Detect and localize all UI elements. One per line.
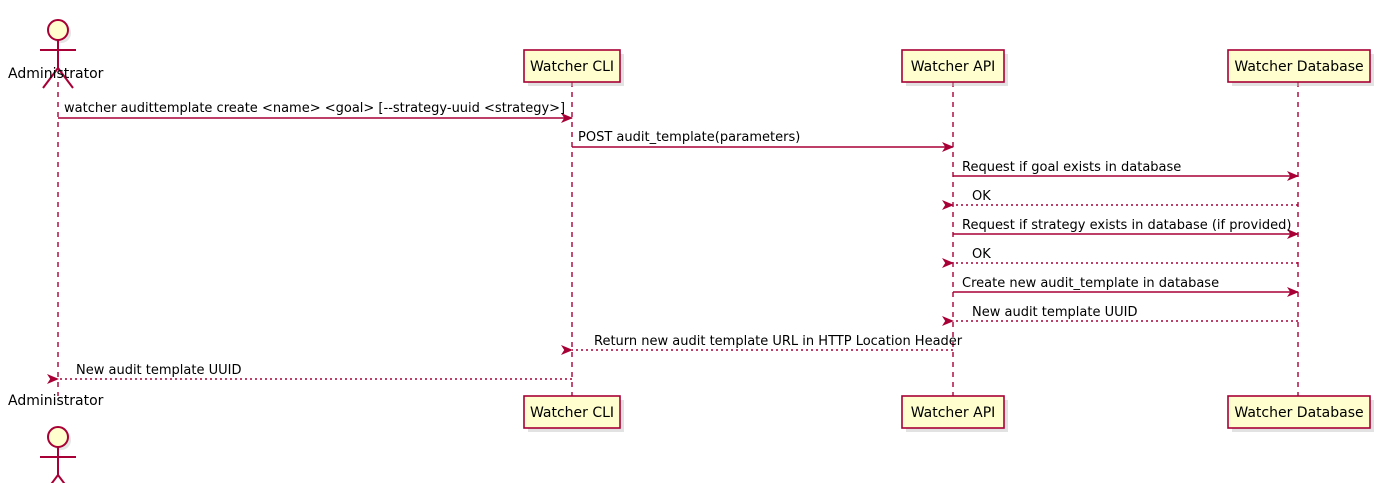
participant-label-watcher-database-top: Watcher Database: [1234, 59, 1363, 75]
participant-label-watcher-api-bottom: Watcher API: [911, 405, 996, 421]
message-label-8: New audit template UUID: [972, 305, 1137, 320]
actor-label-administrator-bottom: Administrator: [8, 393, 104, 409]
message-label-6: OK: [972, 247, 991, 262]
participant-box-watcher-api-top[interactable]: [901, 49, 1005, 83]
actor-head: [47, 426, 69, 448]
actor-leg-left: [42, 67, 59, 89]
message-label-1: watcher audittemplate create <name> <goa…: [64, 101, 565, 116]
message-label-4: OK: [972, 189, 991, 204]
actor-figure-administrator-top[interactable]: [40, 19, 76, 89]
actor-figure-administrator-bottom[interactable]: [40, 426, 76, 483]
participant-label-watcher-database-bottom: Watcher Database: [1234, 405, 1363, 421]
actor-leg-right: [57, 474, 66, 483]
participant-box-watcher-api-bottom[interactable]: [901, 395, 1005, 429]
participant-box-watcher-database-bottom[interactable]: [1227, 395, 1371, 429]
participant-box-watcher-cli-top[interactable]: [523, 49, 621, 83]
actor-label-administrator-top: Administrator: [8, 66, 104, 82]
participant-boxes-layer: Watcher CLI Watcher CLI Watcher API Watcher…: [523, 49, 1374, 432]
message-label-9: Return new audit template URL in HTTP Lo…: [594, 334, 963, 349]
participant-box-watcher-database-top[interactable]: [1227, 49, 1371, 83]
message-label-5: Request if strategy exists in database (…: [962, 218, 1291, 233]
participant-label-watcher-cli-bottom: Watcher CLI: [530, 405, 614, 421]
message-label-10: New audit template UUID: [76, 363, 241, 378]
participant-label-watcher-api-top: Watcher API: [911, 59, 996, 75]
messages-layer: watcher audittemplate create <name> <goa…: [47, 101, 1299, 384]
participant-label-watcher-cli-top: Watcher CLI: [530, 59, 614, 75]
message-label-3: Request if goal exists in database: [962, 160, 1181, 175]
message-label-2: POST audit_template(parameters): [578, 130, 800, 145]
participant-box-watcher-cli-bottom[interactable]: [523, 395, 621, 429]
message-label-7: Create new audit_template in database: [962, 276, 1219, 291]
actor-leg-left: [50, 474, 59, 483]
actor-leg-right: [57, 67, 74, 89]
lifelines-layer: [57, 82, 1299, 396]
actor-head: [47, 19, 69, 41]
